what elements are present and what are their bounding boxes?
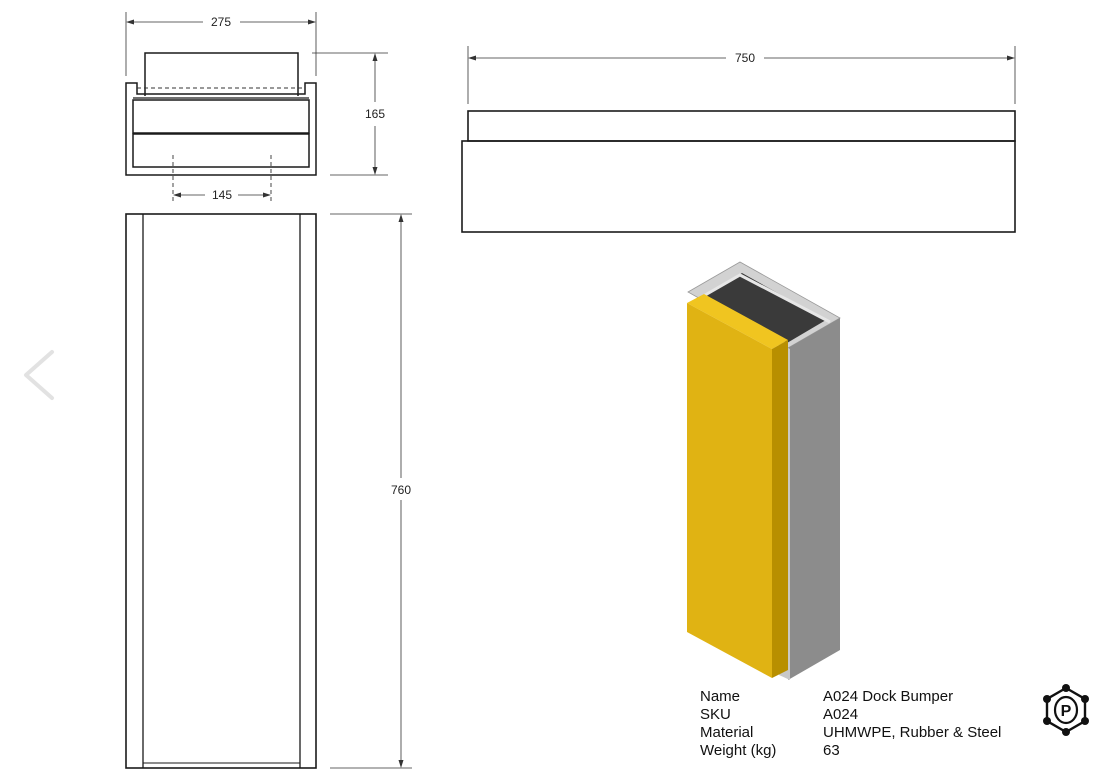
dim-side-length: 750: [467, 46, 1016, 104]
top-view: [125, 52, 317, 176]
dim-label-165: 165: [365, 107, 385, 121]
spec-table: Name A024 Dock Bumper SKU A024 Material …: [700, 688, 1001, 760]
molecule-logo-icon: P: [1043, 684, 1089, 736]
spec-value-name: A024 Dock Bumper: [823, 688, 954, 705]
logo-letter: P: [1061, 703, 1072, 720]
spec-value-sku: A024: [823, 706, 859, 723]
chevron-left-icon: [24, 350, 54, 400]
front-view: [125, 213, 317, 769]
spec-value-material: UHMWPE, Rubber & Steel: [823, 724, 1002, 741]
spec-label-name: Name: [700, 688, 741, 705]
dim-top-width: 275: [125, 12, 317, 76]
side-view: [461, 110, 1016, 233]
dim-inner-width: 145: [172, 155, 272, 202]
dim-front-height: 760: [330, 213, 412, 769]
bumper-3d-render: [687, 261, 841, 680]
prev-image-button[interactable]: [18, 346, 62, 404]
dim-top-height: 165: [312, 52, 388, 176]
dim-label-760: 760: [391, 483, 411, 497]
dim-label-145: 145: [212, 188, 232, 202]
dim-label-275: 275: [211, 15, 231, 29]
brand-logo: P: [1038, 682, 1094, 738]
spec-value-weight: 63: [823, 742, 840, 759]
spec-label-weight: Weight (kg): [700, 742, 777, 759]
spec-label-material: Material: [700, 724, 754, 741]
dim-label-750: 750: [735, 51, 755, 65]
spec-label-sku: SKU: [700, 706, 731, 723]
